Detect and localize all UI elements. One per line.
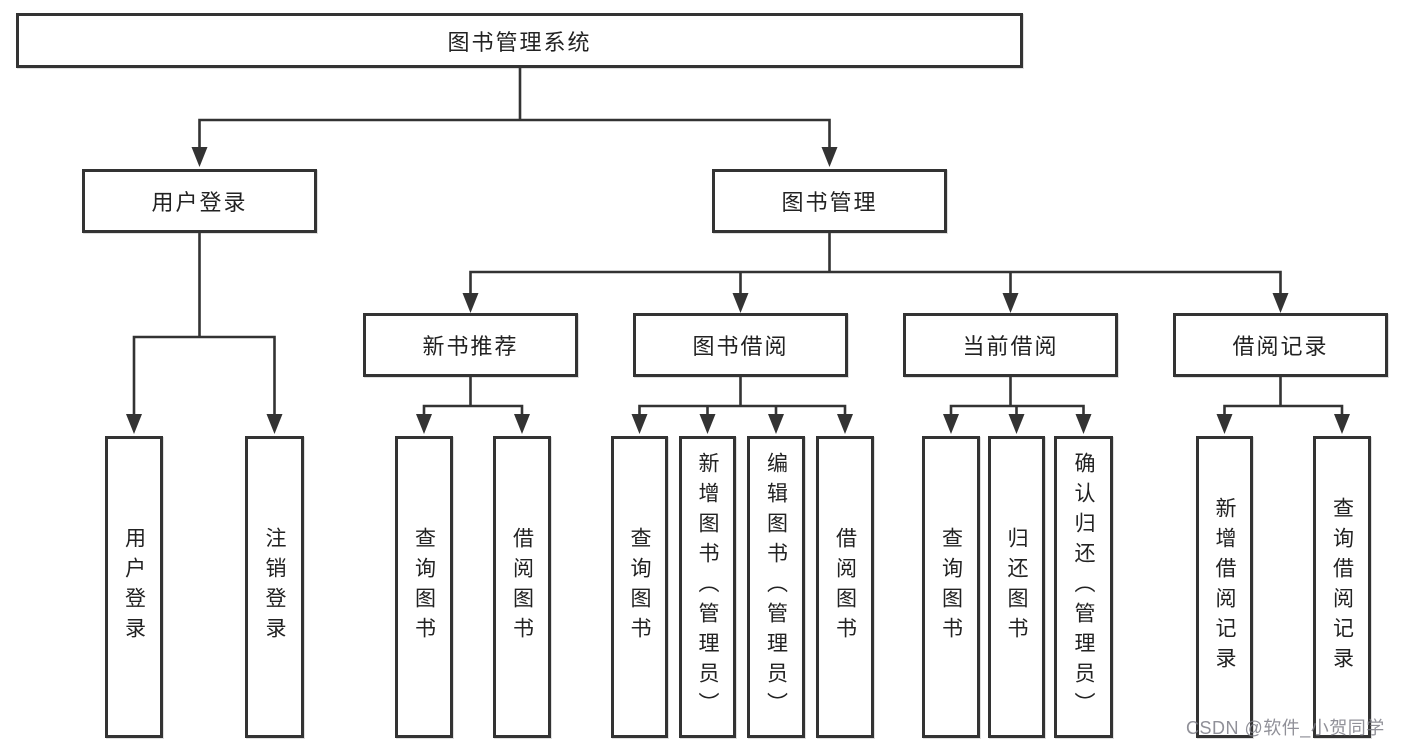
node-label: 用户登录 [151,190,248,215]
node-label: 确认归还（管理员） [1072,452,1095,722]
node-label: 用户登录 [122,527,146,647]
node-label: 查询图书 [939,527,963,647]
node-book-borrowing: 图书借阅 [633,313,848,377]
leaf-user-login: 用户登录 [105,436,163,738]
leaf-query-borrow-record: 查询借阅记录 [1313,436,1371,738]
node-label: 编辑图书（管理员） [764,452,788,722]
node-label: 图书管理系统 [447,29,592,55]
node-label: 借阅记录 [1232,334,1329,359]
node-current-borrowing: 当前借阅 [903,313,1118,377]
node-label: 当前借阅 [962,334,1059,359]
node-borrowing-records: 借阅记录 [1173,313,1388,377]
leaf-borrow-books: 借阅图书 [816,436,874,738]
node-label: 注销登录 [263,527,286,647]
leaf-add-books-admin: 新增图书（管理员） [679,436,736,738]
tree-edges [132,64,1344,418]
node-label: 新增图书（管理员） [696,452,719,722]
leaf-logout: 注销登录 [245,436,304,738]
node-label: 图书借阅 [692,334,789,359]
leaf-query-books-current: 查询图书 [922,436,980,738]
node-user-login: 用户登录 [82,169,317,233]
leaf-return-books: 归还图书 [988,436,1045,738]
node-label: 查询图书 [412,527,436,647]
node-label: 查询图书 [628,527,651,647]
node-label: 借阅图书 [510,527,534,647]
leaf-edit-books-admin: 编辑图书（管理员） [747,436,805,738]
leaf-borrow-books-recommend: 借阅图书 [493,436,551,738]
leaf-query-books-recommend: 查询图书 [395,436,453,738]
node-label: 借阅图书 [833,527,857,647]
leaf-confirm-return-admin: 确认归还（管理员） [1054,436,1113,738]
node-label: 查询借阅记录 [1330,497,1354,677]
node-library-management-system: 图书管理系统 [16,13,1023,68]
node-label: 新增借阅记录 [1213,497,1236,677]
node-book-management: 图书管理 [712,169,947,233]
node-new-book-recommendation: 新书推荐 [363,313,578,377]
node-label: 新书推荐 [422,334,519,359]
node-label: 归还图书 [1005,527,1028,647]
leaf-query-books-borrow: 查询图书 [611,436,668,738]
leaf-add-borrow-record: 新增借阅记录 [1196,436,1253,738]
node-label: 图书管理 [781,190,878,215]
